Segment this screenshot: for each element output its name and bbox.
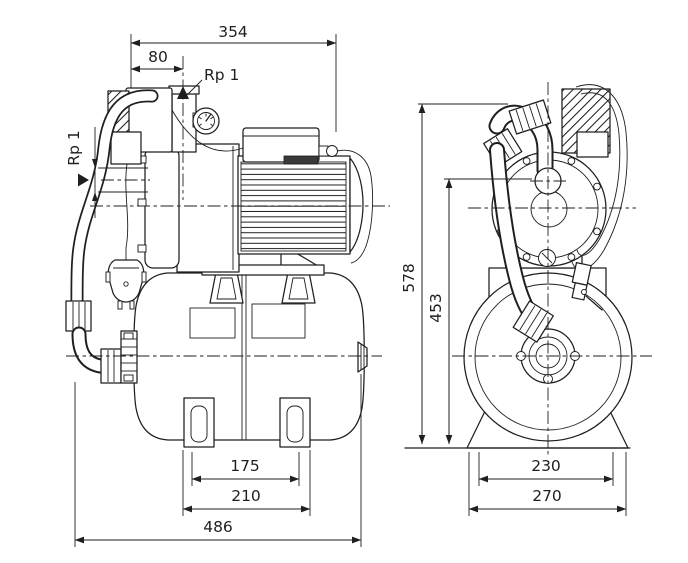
discharge-pipe [168, 85, 220, 153]
tank-flange-side [120, 330, 138, 384]
switch-to-motor-cable [171, 109, 244, 152]
dim-486: 486 [74, 374, 362, 547]
tank-foot-left [183, 397, 215, 448]
motor-side [237, 127, 374, 264]
dim-175-label: 175 [230, 457, 260, 475]
motor-cable [336, 149, 374, 264]
rp1-suction-label: Rp 1 [65, 130, 83, 165]
pressure-tank-side [133, 271, 368, 448]
terminal-box [242, 127, 338, 165]
tank-strap-right [281, 271, 316, 304]
dim-210-label: 210 [231, 487, 261, 505]
dim-578-label: 578 [400, 263, 418, 293]
dim-354-label: 354 [218, 23, 248, 41]
dim-486-label: 486 [203, 518, 233, 536]
pump-casing-side [137, 143, 240, 273]
dim-270: 270 [468, 452, 627, 516]
power-plug [105, 259, 147, 310]
hose-coupling [65, 300, 92, 332]
side-view [65, 56, 390, 448]
label-rp1-discharge: Rp 1 [177, 66, 239, 99]
power-cable [125, 163, 129, 260]
dim-230-label: 230 [531, 457, 561, 475]
dim-354: 354 [130, 23, 337, 132]
dimensions: 354 80 Rp 1 Rp 1 175 [65, 23, 627, 547]
rp1-discharge-label: Rp 1 [204, 66, 239, 84]
dim-270-label: 270 [532, 487, 562, 505]
hose-nut-lower [512, 300, 554, 343]
tank-strap-left [209, 271, 244, 304]
suction-port [98, 167, 148, 193]
tank-foot-right [279, 397, 311, 448]
hose-front [489, 142, 554, 343]
front-view [404, 82, 652, 456]
strap-clamp [571, 261, 603, 311]
dim-80-label: 80 [148, 48, 168, 66]
tank-end-cap [357, 341, 368, 373]
dim-453-label: 453 [427, 293, 445, 323]
label-rp1-suction: Rp 1 [65, 127, 98, 218]
elbow-nut [100, 348, 122, 384]
dim-80: 80 [130, 48, 184, 73]
dim-175: 175 [191, 452, 300, 486]
dim-578: 578 [400, 103, 508, 445]
dim-453: 453 [427, 178, 532, 445]
pressure-switch-front [561, 88, 611, 158]
dim-230: 230 [478, 452, 614, 486]
pressure-gauge [192, 107, 220, 135]
elbow-collar [508, 99, 552, 135]
drain-plug [538, 249, 556, 267]
dim-210: 210 [182, 450, 311, 516]
